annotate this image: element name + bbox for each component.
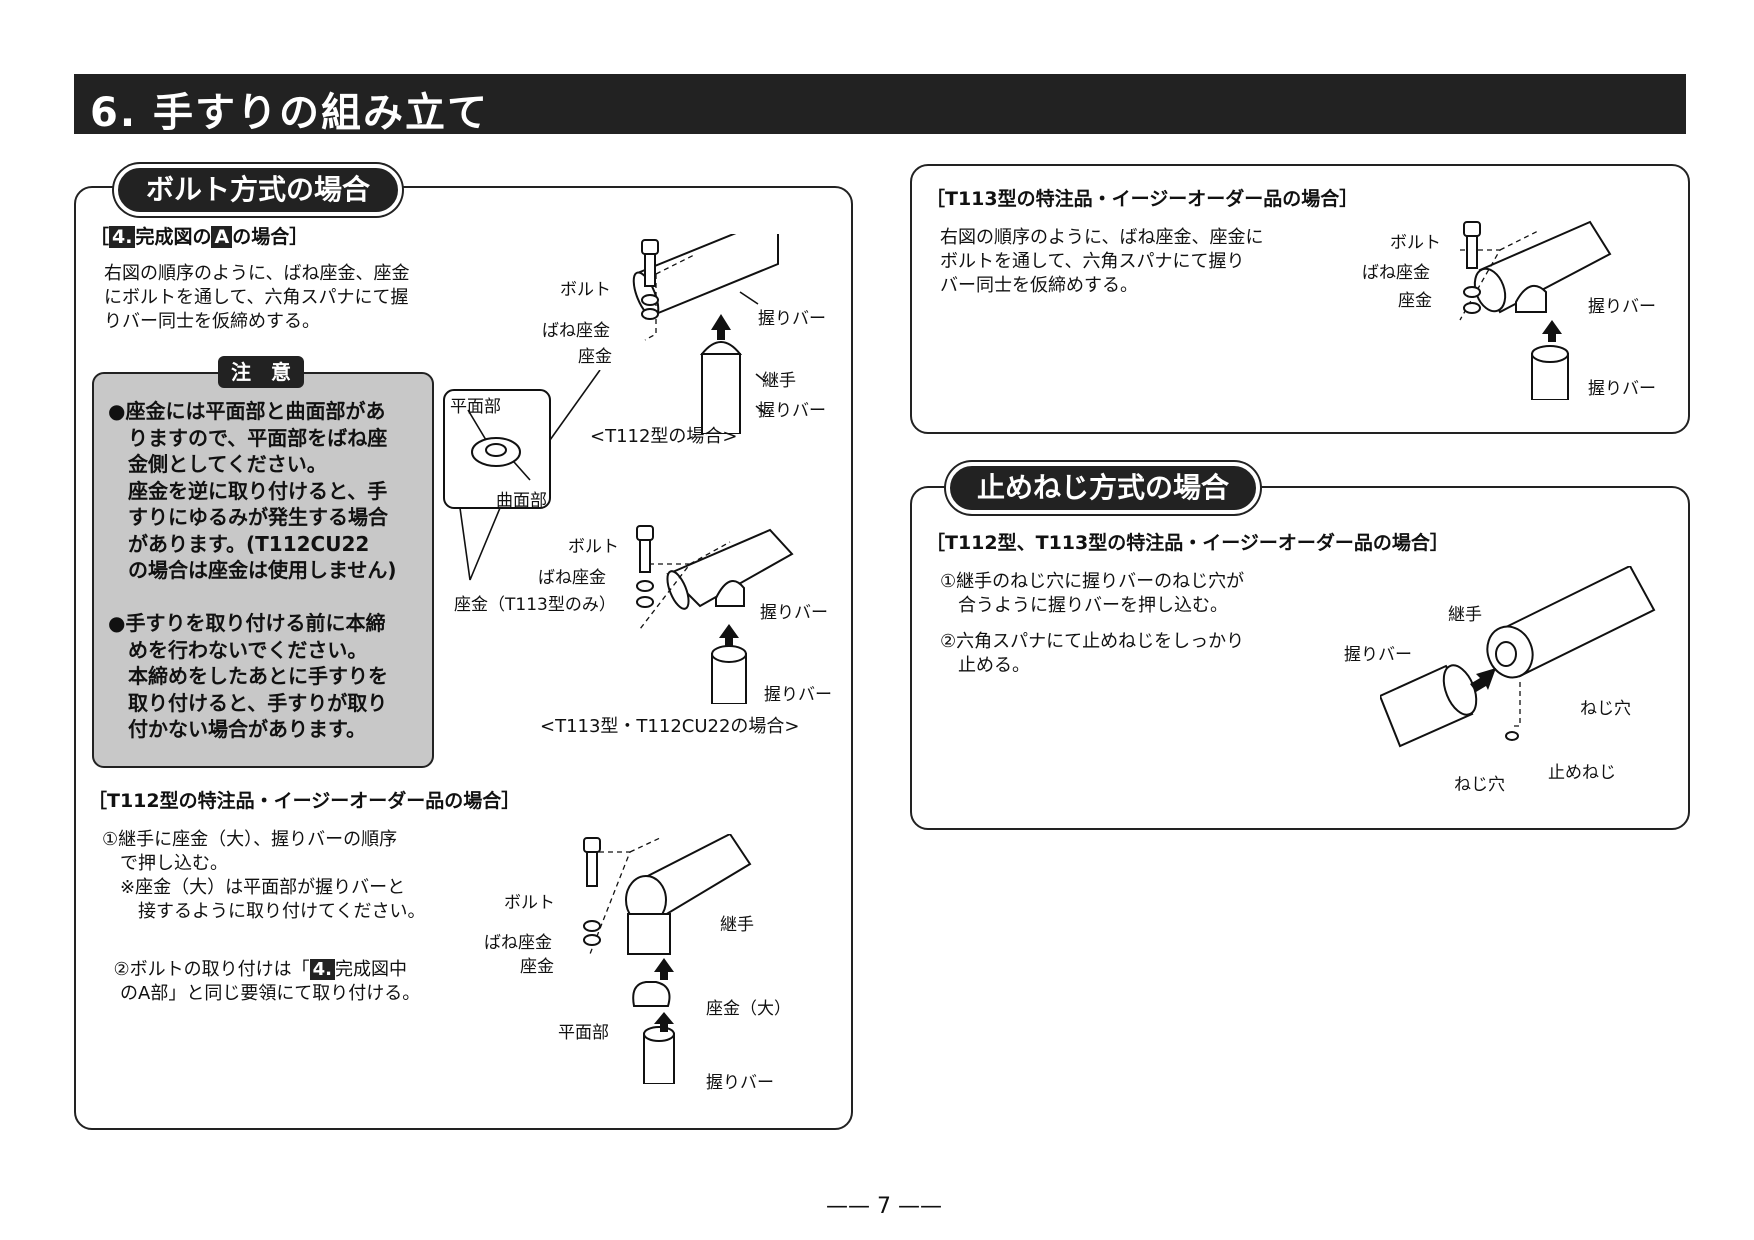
subhead-post: の場合］ [232,226,309,248]
d2-spring-washer-label: ばね座金 [538,568,606,588]
d1-grip-bar-bottom-label: 握りバー [758,401,826,421]
d1-spring-washer-label: ばね座金 [542,321,610,341]
d3-washer-label: 座金 [520,957,554,977]
t113-spring-washer-label: ばね座金 [1362,263,1430,283]
page-number: —— 7 —— [826,1194,942,1219]
d1-caption: <T112型の場合> [590,426,738,447]
t113-bolt-diagram [636,525,794,704]
setscrew-pill: 止めねじ方式の場合 [946,462,1260,514]
t112-special-diagram [583,834,752,1084]
sc-joint-label: 継手 [1448,605,1482,625]
d2-grip-bar-top-label: 握りバー [760,603,828,623]
d1-joint-label: 継手 [762,371,796,391]
subhead-mid: 完成図の [135,226,212,248]
bolt-method-pill: ボルト方式の場合 [114,164,402,216]
t113-grip-bar-bottom-label: 握りバー [1588,379,1656,399]
sc-screw-hole-right-label: ねじ穴 [1580,699,1631,719]
d2-bolt-label: ボルト [568,537,619,557]
bracket-open: ［ [90,226,110,248]
caution-pill: 注 意 [218,356,304,388]
t112-special-step1: ①継手に座金（大）、握りバーの順序 で押し込む。 ※座金（大）は平面部が握りバー… [102,829,426,922]
d2-grip-bar-bottom-label: 握りバー [764,685,832,705]
t113-special-body: 右図の順序のように、ばね座金、座金に ボルトを通して、六角スパナにて握り バー同… [940,227,1264,296]
setscrew-step2: ②六角スパナにて止めねじをしっかり 止める。 [940,631,1245,676]
ref-mark-4: 4. [109,226,136,248]
caution-text: ●座金には平面部と曲面部があ りますので、平面部をばね座 金側としてください。 … [108,399,397,741]
d2-washer-label: 座金（T113型のみ） [454,595,616,615]
t113-grip-bar-top-label: 握りバー [1588,297,1656,317]
detail-curved-label: 曲面部 [496,491,547,511]
t112-special-head: ［T112型の特注品・イージーオーダー品の場合］ [88,790,521,812]
washer-detail-callout [443,370,601,581]
sc-set-screw-label: 止めねじ [1548,763,1616,783]
bolt-instructions: 右図の順序のように、ばね座金、座金 にボルトを通して、六角スパナにて握 りバー同… [104,263,410,332]
setscrew-panel [910,486,1690,830]
d3-grip-bar-label: 握りバー [706,1073,774,1093]
d1-grip-bar-top-label: 握りバー [758,309,826,329]
header-bar [74,74,1686,134]
step2-ref-mark: 4. [309,959,335,980]
sc-screw-hole-bottom-label: ねじ穴 [1454,775,1505,795]
t113-washer-label: 座金 [1398,291,1432,311]
setscrew-step1: ①継手のねじ穴に握りバーのねじ穴が 合うように握りバーを押し込む。 [940,571,1245,616]
d3-large-washer-label: 座金（大） [706,999,791,1019]
step2-line2: のA部」と同じ要領にて取り付ける。 [102,983,421,1004]
setscrew-head: ［T112型、T113型の特注品・イージーオーダー品の場合］ [926,532,1449,554]
d3-bolt-label: ボルト [504,893,555,913]
sc-grip-bar-label: 握りバー [1344,645,1412,665]
step2-pre: ②ボルトの取り付けは「 [113,959,310,980]
t113-special-head: ［T113型の特注品・イージーオーダー品の場合］ [926,188,1359,210]
t112-special-step2: ②ボルトの取り付けは「4.完成図中 のA部」と同じ要領にて取り付ける。 [102,934,420,1006]
d1-bolt-label: ボルト [560,280,611,300]
d3-spring-washer-label: ばね座金 [484,933,552,953]
setscrew-diagram [1380,566,1656,748]
d2-caption: <T113型・T112CU22の場合> [540,716,800,737]
ref-mark-a: A [211,226,233,248]
t113-special-diagram [1459,220,1612,400]
d1-washer-label: 座金 [578,347,612,367]
d3-joint-label: 継手 [720,915,754,935]
t113-bolt-label: ボルト [1390,233,1441,253]
step2-post: 完成図中 [334,959,407,980]
d3-flat-label: 平面部 [558,1023,609,1043]
t112-bolt-diagram [632,234,779,434]
page-title: 6. 手すりの組み立て [90,90,489,136]
detail-flat-label: 平面部 [450,397,501,417]
caution-box [92,372,434,768]
